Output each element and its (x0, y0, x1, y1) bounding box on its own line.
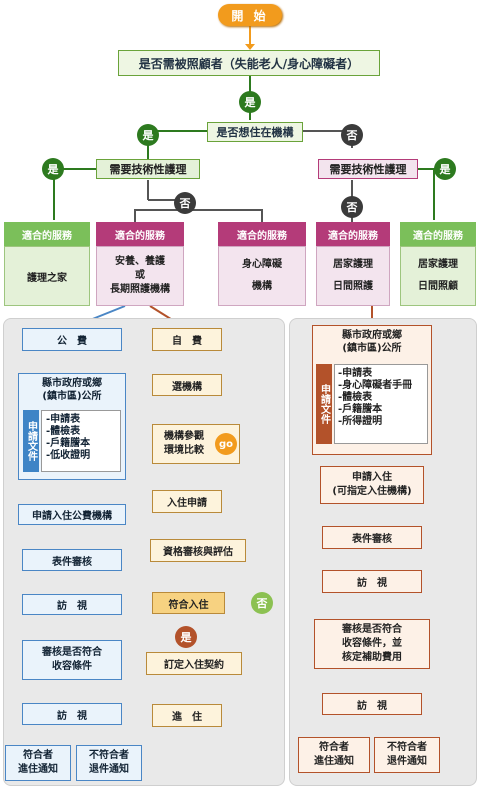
notice-line: 退件通知 (387, 756, 427, 767)
self-move-in: 進 住 (152, 704, 222, 727)
application-docs-tag: 申請文件 (23, 410, 39, 472)
service-header: 適合的服務 (316, 222, 390, 246)
public-funded: 公 費 (22, 328, 122, 351)
service-day-care: 居家護理 日間照顧 (400, 246, 476, 306)
service-line: 機構 (252, 281, 272, 292)
home-gov-office: 縣市政府或鄉 (鎮市區)公所 申請文件 -申請表 -身心障礙者手冊 -體檢表 -… (312, 325, 432, 455)
self-apply: 入住申請 (152, 490, 222, 513)
doc-item: -所得證明 (338, 416, 383, 427)
home-visit-2: 訪 視 (322, 693, 422, 715)
self-contract: 訂定入住契約 (146, 652, 242, 675)
home-check: 審核是否符合 收容條件，並 核定補助費用 (314, 619, 430, 669)
question-live-in-institution: 是否想住在機構 (207, 122, 303, 142)
notice-line: 進住通知 (314, 756, 354, 767)
apply-line: 申請入住 (352, 472, 392, 483)
check-line: 審核是否符合 (42, 647, 102, 658)
yes-circle: 是 (239, 91, 261, 113)
public-visit-2: 訪 視 (22, 703, 122, 725)
doc-item: -體檢表 (46, 426, 81, 437)
doc-item: -身心障礙者手冊 (338, 380, 413, 391)
application-docs-tag: 申請文件 (316, 364, 332, 444)
no-circle: 否 (341, 124, 363, 146)
doc-item: -體檢表 (338, 392, 373, 403)
service-header: 適合的服務 (218, 222, 306, 246)
notice-line: 不符合者 (387, 742, 427, 753)
compare-line: 機構參觀 (164, 431, 204, 442)
gov-line: 縣市政府或鄉 (42, 378, 102, 389)
service-header: 適合的服務 (400, 222, 476, 246)
service-line: 身心障礙 (242, 259, 282, 270)
service-header: 適合的服務 (96, 222, 184, 246)
service-line: 居家護理 (333, 259, 373, 270)
service-line: 日間照護 (333, 281, 373, 292)
home-visit: 訪 視 (322, 570, 422, 593)
doc-item: -戶籍謄本 (46, 438, 91, 449)
service-long-term-care: 安養、養護 或 長期照護機構 (96, 246, 184, 306)
doc-item: -申請表 (46, 414, 81, 425)
check-line: 核定補助費用 (342, 652, 402, 663)
notice-line: 符合者 (319, 742, 349, 753)
public-rejected-notice: 不符合者 退件通知 (76, 745, 142, 781)
public-visit: 訪 視 (22, 594, 122, 615)
doc-item: -低收證明 (46, 450, 91, 461)
home-docs-list: -申請表 -身心障礙者手冊 -體檢表 -戶籍謄本 -所得證明 (334, 364, 428, 444)
home-apply: 申請入住 (可指定入住機構) (320, 466, 424, 504)
no-circle: 否 (174, 192, 196, 214)
notice-line: 進住通知 (18, 764, 58, 775)
service-nursing-home: 護理之家 (4, 246, 90, 306)
home-review: 表件審核 (322, 526, 422, 549)
go-icon: go (215, 433, 237, 455)
gov-line: (鎮市區)公所 (342, 343, 402, 354)
self-funded: 自 費 (152, 328, 222, 351)
yes-circle: 是 (175, 626, 197, 648)
question-care-recipient: 是否需被照顧者（失能老人/身心障礙者） (118, 50, 380, 76)
service-disability-institution: 身心障礙 機構 (218, 246, 306, 306)
apply-line: (可指定入住機構) (332, 486, 412, 497)
doc-item: -申請表 (338, 368, 373, 379)
service-header: 適合的服務 (4, 222, 90, 246)
public-docs-list: -申請表 -體檢表 -戶籍謄本 -低收證明 (41, 410, 121, 472)
service-line: 日間照顧 (418, 281, 458, 292)
public-check: 審核是否符合 收容條件 (22, 640, 122, 680)
self-choose-institution: 選機構 (152, 374, 222, 396)
compare-line: 環境比較 (164, 445, 204, 456)
service-line: 長期照護機構 (110, 284, 170, 295)
need-skilled-nursing-left: 需要技術性護理 (96, 159, 200, 179)
gov-line: (鎮市區)公所 (42, 391, 102, 402)
service-home-nursing: 居家護理 日間照護 (316, 246, 390, 306)
notice-line: 符合者 (23, 750, 53, 761)
self-assessment: 資格審核與評估 (150, 539, 246, 562)
public-qualified-notice: 符合者 進住通知 (5, 745, 71, 781)
public-review: 表件審核 (22, 549, 122, 571)
service-line: 或 (135, 270, 145, 281)
doc-item: -戶籍謄本 (338, 404, 383, 415)
check-line: 審核是否符合 (342, 624, 402, 635)
service-line: 居家護理 (418, 259, 458, 270)
yes-circle: 是 (434, 158, 456, 180)
public-gov-office: 縣市政府或鄉 (鎮市區)公所 申請文件 -申請表 -體檢表 -戶籍謄本 -低收證… (18, 373, 126, 480)
notice-line: 不符合者 (89, 750, 129, 761)
start-node: 開 始 (218, 4, 282, 26)
no-circle: 否 (341, 196, 363, 218)
check-line: 收容條件 (52, 661, 92, 672)
self-visit-compare: 機構參觀 環境比較 go (152, 424, 240, 464)
notice-line: 退件通知 (89, 764, 129, 775)
yes-circle: 是 (42, 158, 64, 180)
public-apply: 申請入住公費機構 (18, 504, 126, 525)
need-skilled-nursing-right: 需要技術性護理 (318, 159, 418, 179)
self-eligible: 符合入住 (152, 592, 225, 614)
home-qualified-notice: 符合者 進住通知 (298, 737, 370, 773)
home-rejected-notice: 不符合者 退件通知 (374, 737, 440, 773)
gov-line: 縣市政府或鄉 (342, 330, 402, 341)
check-line: 收容條件，並 (342, 638, 402, 649)
no-circle: 否 (251, 592, 273, 614)
yes-circle: 是 (137, 124, 159, 146)
service-line: 安養、養護 (115, 256, 165, 267)
